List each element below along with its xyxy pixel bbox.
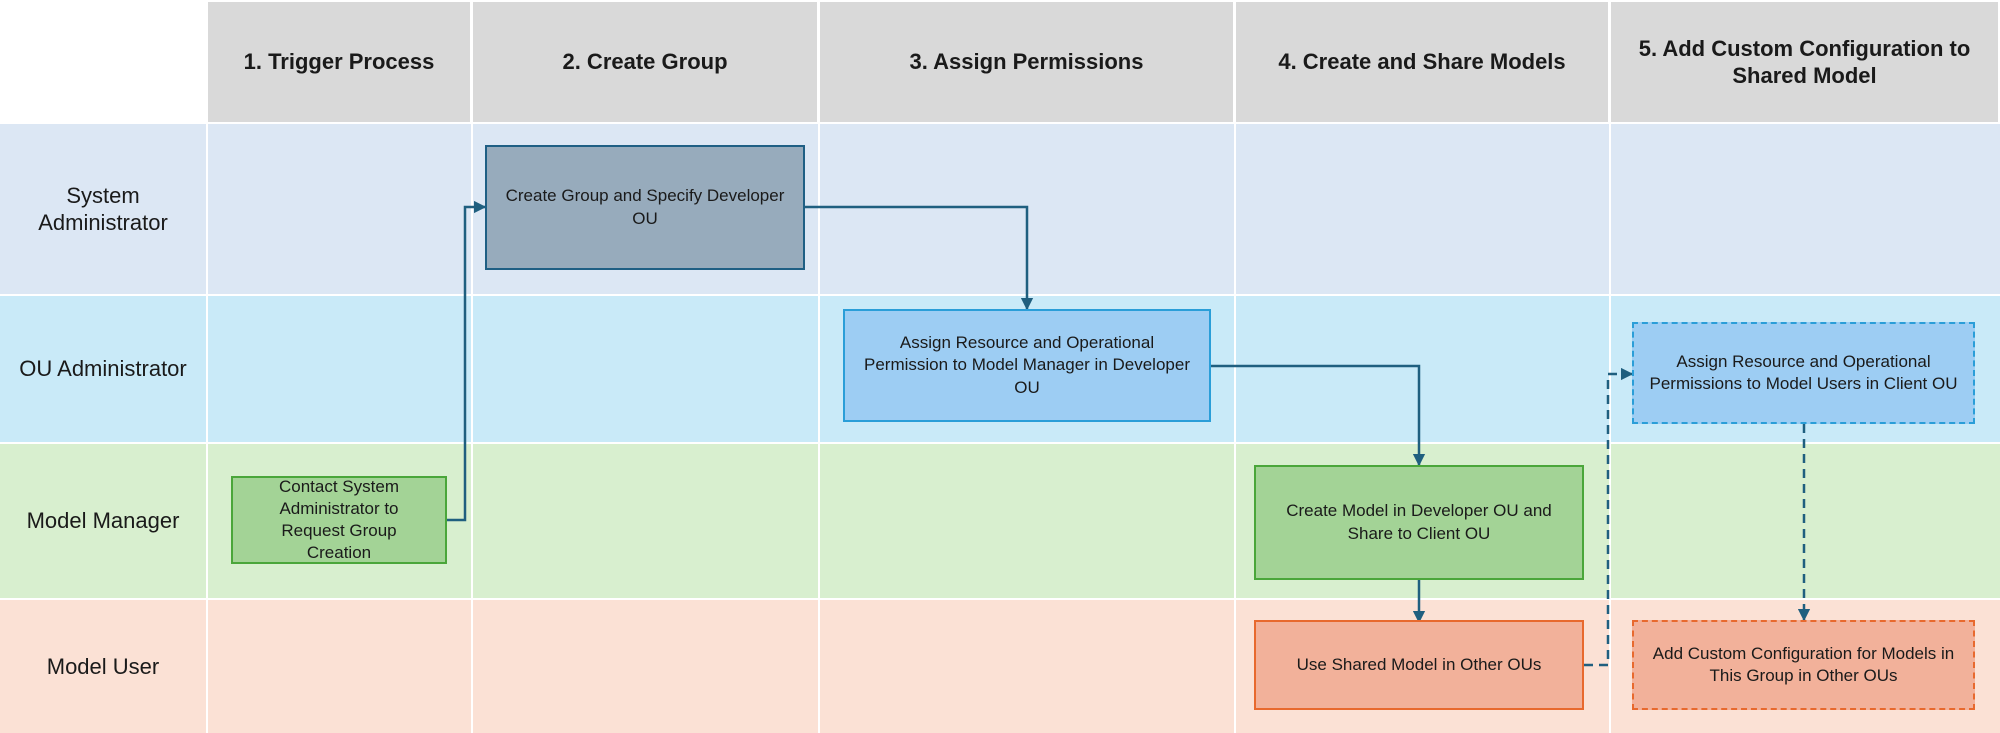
lane-label-model-user: Model User <box>46 653 160 679</box>
column-header-custom-configuration: 5. Add Custom Configuration to Shared Mo… <box>1611 2 1998 122</box>
step-create-and-share-model: Create Model in Developer OU and Share t… <box>1254 465 1584 580</box>
step-add-custom-configuration: Add Custom Configuration for Models in T… <box>1632 620 1975 710</box>
step-create-group: Create Group and Specify Developer OU <box>485 145 805 270</box>
step-assign-permissions-model-users: Assign Resource and Operational Permissi… <box>1632 322 1975 424</box>
column-divider <box>1609 0 1611 733</box>
column-header-create-group: 2. Create Group <box>473 2 817 122</box>
lane-label-ou-administrator: OU Administrator <box>19 356 187 382</box>
column-divider <box>1234 0 1236 733</box>
lane-system-administrator <box>0 124 2000 294</box>
step-use-shared-model: Use Shared Model in Other OUs <box>1254 620 1584 710</box>
step-assign-permission-model-manager: Assign Resource and Operational Permissi… <box>843 309 1211 422</box>
column-divider <box>206 0 208 733</box>
lane-label-system-administrator: System Administrator <box>38 182 168 236</box>
column-divider <box>818 0 820 733</box>
column-header-create-share-models: 4. Create and Share Models <box>1236 2 1608 122</box>
column-divider <box>471 0 473 733</box>
step-contact-system-administrator: Contact System Administrator to Request … <box>231 476 447 564</box>
column-header-trigger-process: 1. Trigger Process <box>208 2 470 122</box>
column-header-assign-permissions: 3. Assign Permissions <box>820 2 1233 122</box>
lane-label-model-manager: Model Manager <box>26 508 180 534</box>
header-corner <box>0 0 206 124</box>
